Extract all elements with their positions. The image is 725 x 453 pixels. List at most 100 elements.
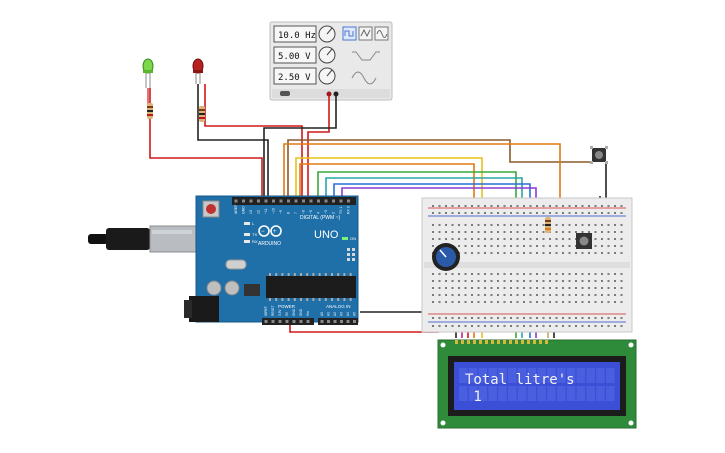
digital-pin[interactable]: [339, 199, 343, 203]
digital-pin[interactable]: [272, 199, 275, 203]
digital-pin-label: ~9: [279, 210, 283, 214]
potentiometer[interactable]: [432, 243, 460, 271]
lcd-pin[interactable]: [473, 340, 476, 344]
power-jack: [189, 296, 219, 322]
digital-pin-label: AREF: [234, 205, 238, 214]
power-label: POWER: [278, 304, 296, 309]
power-pin[interactable]: [306, 320, 310, 323]
analog-pin-label: A1: [327, 312, 331, 316]
digital-pin-label: ~5: [309, 210, 313, 214]
analog-pin[interactable]: [333, 320, 337, 323]
lcd-pin[interactable]: [479, 340, 482, 344]
digital-pin[interactable]: [287, 199, 290, 203]
analog-pin[interactable]: [340, 320, 343, 323]
lcd-line-1: Total litre's: [465, 372, 575, 388]
lcd-pin[interactable]: [497, 340, 500, 344]
atmega-chip: [266, 276, 356, 298]
wire-led-red[interactable]: [204, 84, 303, 196]
digital-pin-label: GND: [242, 206, 246, 214]
resistor-red-led[interactable]: [199, 106, 205, 122]
amplitude-display: 5.00 V: [278, 52, 311, 62]
power-pin[interactable]: [292, 320, 296, 323]
power-pin-label: RESET: [271, 305, 275, 316]
analog-pin-label: A0: [320, 312, 324, 316]
power-pin-label: GND: [292, 308, 296, 316]
lcd-pin[interactable]: [539, 340, 542, 344]
model-label: UNO: [314, 229, 339, 241]
analog-pin[interactable]: [346, 320, 350, 323]
lcd-pin[interactable]: [527, 340, 530, 344]
power-pin-label: 3.3V: [278, 309, 282, 316]
lcd-pin[interactable]: [485, 340, 488, 344]
digital-pin[interactable]: [309, 199, 313, 203]
wire-led-red-gnd[interactable]: [197, 84, 269, 196]
arduino-logo: [258, 225, 270, 237]
analog-pin[interactable]: [327, 320, 330, 323]
l-led-label: L: [252, 221, 255, 226]
lcd-pin[interactable]: [503, 340, 506, 344]
pushbutton-external[interactable]: [590, 146, 608, 164]
digital-pin[interactable]: [279, 199, 283, 203]
analog-pin[interactable]: [320, 320, 324, 323]
led-red[interactable]: [192, 58, 204, 84]
lcd-pin[interactable]: [533, 340, 536, 344]
lcd-pin[interactable]: [515, 340, 518, 344]
lcd-pin[interactable]: [455, 340, 458, 344]
terminal-positive[interactable]: [326, 91, 332, 97]
power-pin[interactable]: [264, 320, 268, 323]
wire-brown-button[interactable]: [287, 139, 590, 196]
analog-label: ANALOG IN: [326, 304, 351, 309]
digital-pin-label: 7: [294, 212, 298, 214]
analog-pin-label: A3: [340, 312, 344, 316]
power-pin[interactable]: [278, 320, 282, 323]
power-pin-label: IOREF: [264, 306, 268, 316]
tx-label: TX: [252, 232, 257, 237]
resistor-green-led[interactable]: [147, 103, 153, 119]
lcd-pin[interactable]: [461, 340, 464, 344]
digital-pin[interactable]: [347, 199, 350, 203]
lcd-16x2[interactable]: Total litre's 1: [437, 339, 637, 429]
usb-cable: [88, 234, 108, 244]
digital-pin[interactable]: [294, 199, 298, 203]
digital-pin-label: 12: [257, 210, 261, 214]
power-pin-label: 5V: [285, 311, 289, 316]
digital-pin[interactable]: [317, 199, 320, 203]
digital-pin-label: RX 0: [347, 206, 351, 214]
power-pin[interactable]: [285, 320, 289, 323]
digital-pin[interactable]: [234, 199, 238, 203]
frequency-display: 10.0 Hz: [278, 31, 316, 41]
power-pin[interactable]: [299, 320, 303, 323]
digital-pin-label: TX 1: [339, 207, 343, 214]
digital-pin[interactable]: [302, 199, 305, 203]
lcd-pin[interactable]: [545, 340, 548, 344]
digital-pin[interactable]: [324, 199, 328, 203]
led-green[interactable]: [142, 58, 154, 88]
power-switch[interactable]: [280, 91, 290, 96]
wire-led-green[interactable]: [149, 88, 263, 196]
wire-fgen-negative[interactable]: [263, 96, 337, 196]
offset-display: 2.50 V: [278, 73, 311, 83]
resistor-breadboard[interactable]: [545, 217, 551, 233]
digital-pin-label: ~11: [264, 208, 268, 214]
digital-label: DIGITAL (PWM ~): [300, 215, 340, 221]
lcd-pin[interactable]: [509, 340, 512, 344]
power-pin[interactable]: [271, 320, 275, 323]
digital-pin[interactable]: [257, 199, 260, 203]
lcd-pin[interactable]: [467, 340, 470, 344]
power-pin-label: Vin: [306, 311, 310, 316]
wire-orange[interactable]: [283, 143, 561, 240]
analog-pin[interactable]: [353, 320, 356, 323]
digital-pin[interactable]: [249, 199, 253, 203]
terminal-negative[interactable]: [333, 91, 339, 97]
function-generator[interactable]: 10.0 Hz 5.00 V 2.50 V: [269, 21, 393, 101]
wire-gnd[interactable]: [360, 311, 433, 326]
digital-pin[interactable]: [242, 199, 245, 203]
digital-pin[interactable]: [264, 199, 268, 203]
analog-pin-label: A5: [353, 312, 357, 316]
breadboard[interactable]: [421, 197, 633, 333]
lcd-pin[interactable]: [491, 340, 494, 344]
lcd-pin[interactable]: [521, 340, 524, 344]
digital-pin[interactable]: [332, 199, 335, 203]
